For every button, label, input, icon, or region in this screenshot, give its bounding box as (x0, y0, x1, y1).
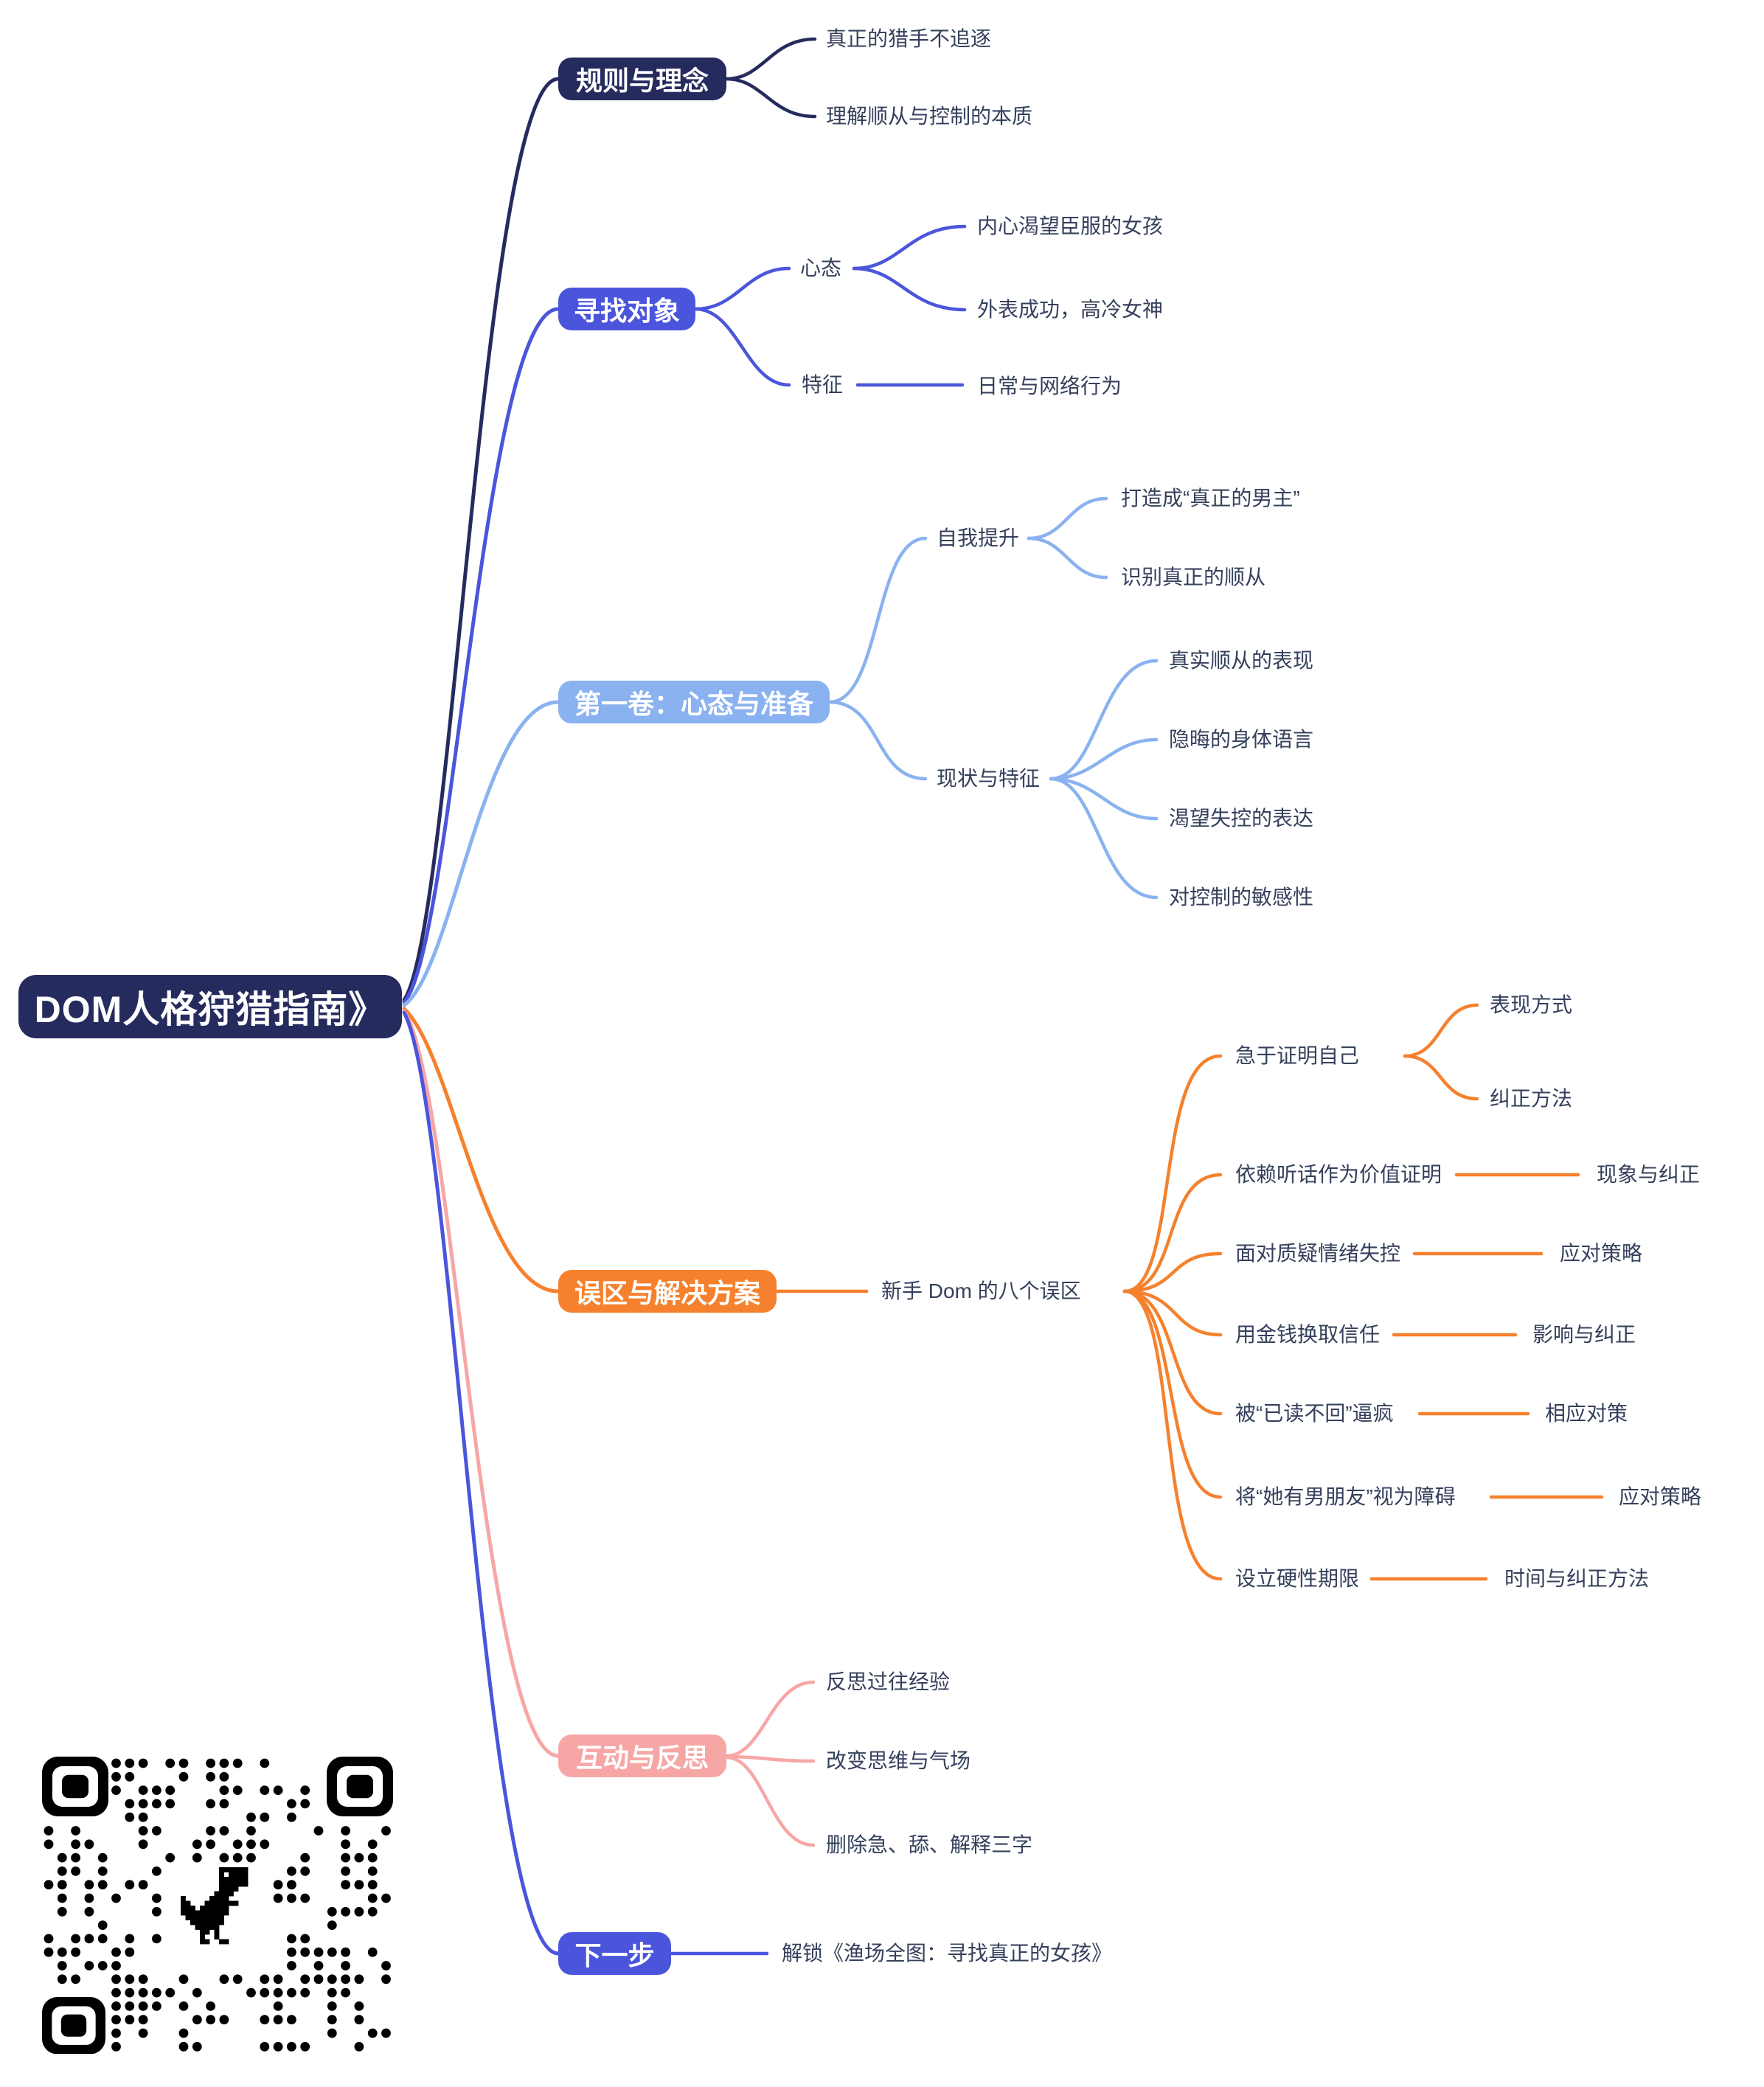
leaf-desire-losing-control[interactable]: 渴望失控的表达 (1169, 807, 1314, 830)
leaf-girl-craving-submission[interactable]: 内心渴望臣服的女孩 (977, 215, 1164, 237)
leaf-real-hunter-no-chase[interactable]: 真正的猎手不追逐 (826, 27, 992, 50)
subtopic-traits[interactable]: 特征 (802, 373, 844, 396)
leaf-become-true-protagonist[interactable]: 打造成“真正的男主” (1121, 487, 1300, 510)
leaf-sensitivity-to-control[interactable]: 对控制的敏感性 (1169, 886, 1314, 909)
leaf-daily-online-behavior[interactable]: 日常与网络行为 (977, 375, 1122, 397)
root-node[interactable]: DOM人格狩猎指南》 (18, 975, 402, 1038)
root-node-label: DOM人格狩猎指南》 (34, 989, 386, 1030)
leaf-delete-three-words[interactable]: 删除急、舔、解释三字 (826, 1833, 1033, 1856)
link-root-rules (402, 77, 560, 1002)
leaf-essence-of-obedience-control[interactable]: 理解顺从与控制的本质 (826, 105, 1033, 128)
leaf-eager-to-prove[interactable]: 急于证明自己 (1235, 1044, 1360, 1067)
links-target (693, 224, 967, 387)
branch-node-pitfalls-label: 误区与解决方案 (574, 1278, 760, 1308)
subtopic-self-improvement[interactable]: 自我提升 (937, 527, 1020, 549)
branch-node-interaction-label: 互动与反思 (575, 1743, 709, 1773)
leaf-successful-cold-goddess[interactable]: 外表成功，高冷女神 (977, 298, 1164, 321)
leaf-expression-style[interactable]: 表现方式 (1490, 993, 1573, 1016)
leaf-driven-mad-by-read-no-reply[interactable]: 被“已读不回”逼疯 (1235, 1402, 1394, 1425)
links-rules (724, 37, 817, 119)
branch-node-volume1-label: 第一卷：心态与准备 (574, 689, 813, 719)
link-root-volume1 (402, 700, 560, 1007)
qr-code-with-dino-icon (42, 1757, 393, 2054)
links-interaction (724, 1680, 816, 1847)
subtopic-eight-pitfalls[interactable]: 新手 Dom 的八个误区 (881, 1279, 1081, 1302)
link-root-nextstep (402, 1010, 560, 1956)
branch-node-volume1[interactable]: 第一卷：心态与准备 (558, 681, 830, 723)
subtopic-mindset[interactable]: 心态 (800, 257, 842, 279)
leaf-subtle-body-language[interactable]: 隐晦的身体语言 (1169, 728, 1314, 751)
leaf-money-for-trust[interactable]: 用金钱换取信任 (1235, 1323, 1381, 1346)
branch-node-rules[interactable]: 规则与理念 (558, 58, 726, 100)
leaf-coping-strategy-1[interactable]: 应对策略 (1560, 1242, 1643, 1265)
leaf-rely-on-obedience-as-value[interactable]: 依赖听话作为价值证明 (1235, 1163, 1442, 1186)
leaf-coping-strategy-2[interactable]: 应对策略 (1619, 1485, 1702, 1508)
subtopic-status-traits[interactable]: 现状与特征 (937, 767, 1041, 790)
branch-node-target[interactable]: 寻找对象 (558, 288, 695, 330)
leaf-reflect-past-experience[interactable]: 反思过往经验 (826, 1670, 951, 1693)
leaf-hard-deadline[interactable]: 设立硬性期限 (1235, 1567, 1360, 1590)
branch-node-rules-label: 规则与理念 (575, 66, 709, 96)
branch-node-target-label: 寻找对象 (573, 296, 680, 326)
leaf-emotional-loss-when-questioned[interactable]: 面对质疑情绪失控 (1235, 1242, 1401, 1265)
branch-node-pitfalls[interactable]: 误区与解决方案 (558, 1270, 777, 1313)
link-root-target (402, 307, 560, 1004)
branch-node-nextstep[interactable]: 下一步 (558, 1932, 671, 1975)
leaf-phenomenon-and-correction[interactable]: 现象与纠正 (1597, 1163, 1701, 1186)
leaf-true-obedience-signs[interactable]: 真实顺从的表现 (1169, 649, 1314, 672)
branch-node-interaction[interactable]: 互动与反思 (558, 1734, 726, 1777)
leaf-countermeasure[interactable]: 相应对策 (1545, 1402, 1628, 1425)
leaf-unlock-fishing-map[interactable]: 解锁《渔场全图：寻找真正的女孩》 (782, 1942, 1113, 1965)
leaf-change-mindset-aura[interactable]: 改变思维与气场 (826, 1749, 971, 1772)
link-root-pitfalls (402, 1007, 560, 1293)
leaf-correction-method[interactable]: 纠正方法 (1490, 1087, 1573, 1110)
branch-node-nextstep-label: 下一步 (574, 1940, 655, 1970)
leaf-identify-true-obedience[interactable]: 识别真正的顺从 (1121, 566, 1266, 588)
leaf-time-and-correction-method[interactable]: 时间与纠正方法 (1504, 1567, 1650, 1590)
leaf-impact-and-correction[interactable]: 影响与纠正 (1532, 1323, 1636, 1346)
links-volume1 (827, 496, 1159, 900)
link-root-interaction (402, 1009, 560, 1758)
leaf-boyfriend-as-obstacle[interactable]: 将“她有男朋友”视为障碍 (1235, 1485, 1456, 1508)
